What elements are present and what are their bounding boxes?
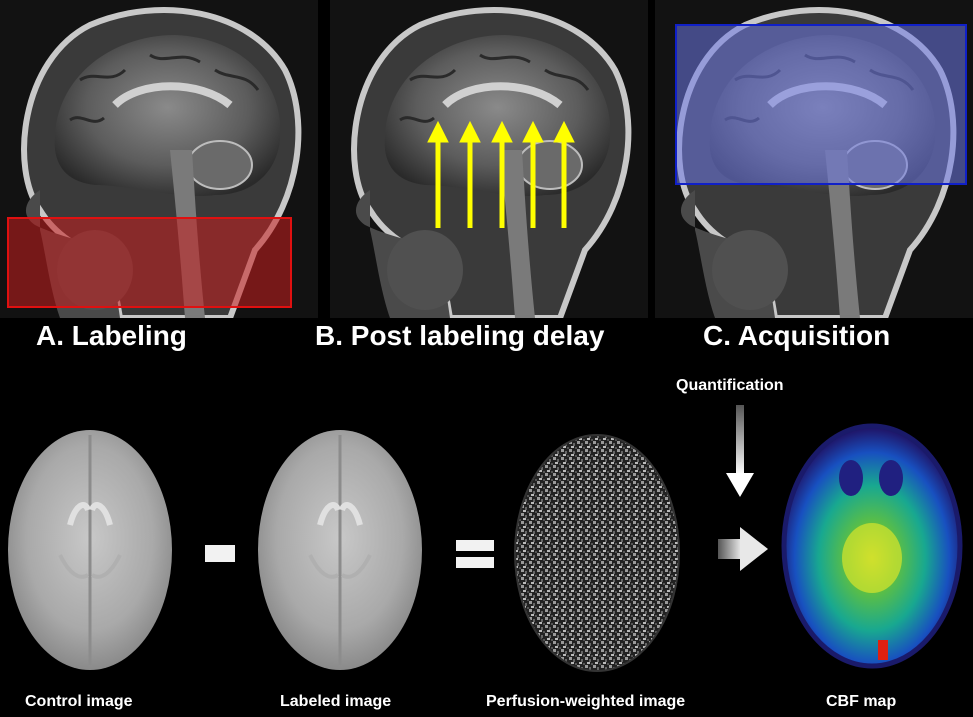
mri-panel-acquisition <box>655 0 973 318</box>
labeling-region-box <box>7 217 292 308</box>
step-label-b: B. Post labeling delay <box>315 320 605 351</box>
perfusion-weighted-image <box>514 434 680 672</box>
step-label-c: C. Acquisition <box>703 320 891 351</box>
caption-cbf-map: CBF map <box>826 693 897 710</box>
caption-perfusion-weighted-image: Perfusion-weighted image <box>486 693 686 710</box>
cbf-map-image <box>781 423 963 669</box>
caption-control-image: Control image <box>25 693 133 710</box>
arrow-up-icon <box>459 120 481 228</box>
step-label-a: A. Labeling <box>36 320 187 351</box>
upward-arrows <box>427 120 575 228</box>
caption-labeled-image: Labeled image <box>280 693 392 710</box>
arrow-right-icon <box>718 527 768 571</box>
acquisition-region-box <box>675 24 967 185</box>
mri-panel-labeling <box>0 0 318 318</box>
quantification-label: Quantification <box>676 377 784 394</box>
arrow-up-icon <box>522 120 544 228</box>
minus-icon <box>205 545 235 562</box>
arrow-up-icon <box>491 120 513 228</box>
arrow-up-icon <box>427 120 449 228</box>
arrow-down-icon <box>726 405 754 497</box>
mri-panel-post-labeling-delay <box>330 0 648 318</box>
sagittal-mri-image <box>330 0 648 318</box>
labeled-image <box>250 415 430 680</box>
control-image <box>0 415 180 680</box>
arrow-up-icon <box>553 120 575 228</box>
